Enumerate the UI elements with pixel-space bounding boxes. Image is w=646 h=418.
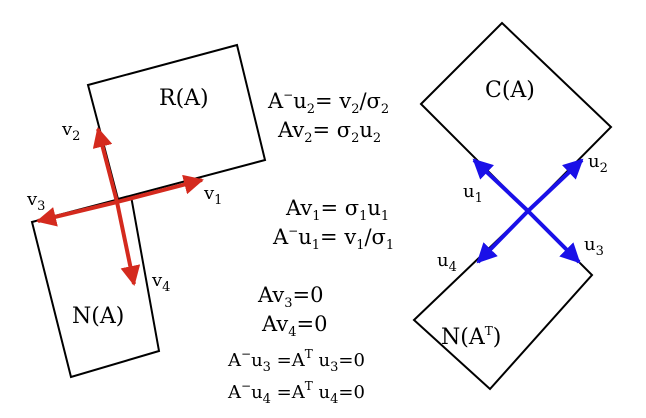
null-space-rectangle [30, 194, 161, 379]
vector-u4-arrow [476, 209, 530, 264]
row-space-rectangle [86, 43, 267, 201]
equation-pinv-u3: A−u3 =AT u3=0 [227, 347, 365, 375]
vector-u2-arrow [526, 158, 584, 213]
null-space-label: N(A) [72, 304, 124, 329]
vector-label-u2: u2 [588, 151, 608, 176]
column-space-diamond [419, 21, 613, 213]
equation-pinv-u4: A−u4 =AT u4=0 [227, 379, 365, 407]
row-space-label: R(A) [159, 86, 209, 111]
vector-label-v1: v1 [203, 183, 222, 208]
vector-u3-arrow [526, 209, 581, 264]
vector-label-u1: u1 [463, 181, 483, 206]
column-space-label: C(A) [485, 78, 535, 103]
vector-v4-arrow [115, 201, 141, 286]
equation-a-v3: Av3=0 [257, 283, 323, 311]
equation-a-v2: Av2= σ2u2 [277, 118, 381, 146]
vector-label-u4: u4 [437, 250, 457, 275]
vector-u1-arrow [472, 158, 530, 213]
vector-v1-arrow [116, 174, 204, 204]
equation-a-v1: Av1= σ1u1 [285, 196, 389, 224]
equation-pinv-u1: A−u1= v1/σ1 [272, 224, 394, 253]
vector-v3-arrow [36, 200, 118, 227]
vector-label-u3: u3 [584, 234, 604, 259]
left-null-space-label: N(AT) [441, 324, 501, 350]
vector-v2-arrow [92, 127, 119, 203]
vector-label-v4: v4 [151, 270, 170, 295]
vector-label-v3: v3 [26, 189, 45, 214]
equation-a-v4: Av4=0 [261, 312, 327, 340]
equation-pinv-u2: A−u2= v2/σ2 [267, 88, 389, 117]
vector-label-v2: v2 [61, 119, 80, 144]
